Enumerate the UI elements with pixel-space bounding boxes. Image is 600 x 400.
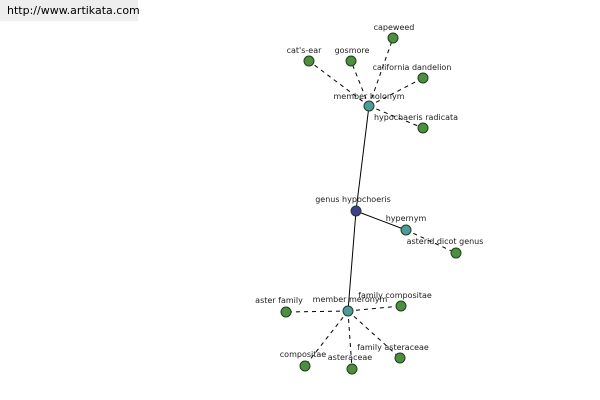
edge-member-meronym-family-asteraceae <box>347 310 401 359</box>
term-label-capeweed: capeweed <box>374 23 415 32</box>
center-node[interactable] <box>350 205 362 217</box>
graph-edges <box>285 37 457 370</box>
edge-center-hypernym <box>355 210 407 231</box>
edge-member-meronym-aster-family <box>285 310 349 313</box>
relation-label-hypernym: hypernym <box>386 214 427 223</box>
url-banner: http://www.artikata.com <box>0 0 140 21</box>
term-node-asteraceae[interactable] <box>346 363 358 375</box>
term-node-capeweed[interactable] <box>387 32 399 44</box>
edge-center-member-holonym <box>355 105 370 212</box>
term-node-family-compositae[interactable] <box>395 300 407 312</box>
edge-hypernym-asterid-dicot-genus <box>405 229 457 254</box>
term-label-aster-family: aster family <box>255 296 303 305</box>
term-node-family-asteraceae[interactable] <box>394 352 406 364</box>
edge-member-holonym-gosmore <box>350 60 370 107</box>
relation-label-member-meronym: member meronym <box>313 295 388 304</box>
term-label-gosmore: gosmore <box>335 46 370 55</box>
term-label-asteraceae: asteraceae <box>328 353 373 362</box>
edge-member-holonym-california-dandelion <box>368 77 424 107</box>
relation-node-hypernym[interactable] <box>400 224 412 236</box>
term-label-family-compositae: family compositae <box>358 291 432 300</box>
edge-member-meronym-asteraceae <box>347 310 353 370</box>
edge-member-holonym-hypochaeris-radicata <box>368 105 424 129</box>
center-label: genus hypochoeris <box>315 195 391 204</box>
url-text[interactable]: http://www.artikata.com <box>7 4 140 17</box>
term-node-cat-s-ear[interactable] <box>303 55 315 67</box>
term-label-cat-s-ear: cat's-ear <box>287 46 323 55</box>
term-node-california-dandelion[interactable] <box>417 72 429 84</box>
term-node-aster-family[interactable] <box>280 306 292 318</box>
relation-node-member-holonym[interactable] <box>363 100 375 112</box>
term-label-hypochaeris-radicata: hypochaeris radicata <box>374 113 458 122</box>
graph-nodes <box>280 32 462 375</box>
edge-center-member-meronym <box>347 210 357 312</box>
term-label-california-dandelion: california dandelion <box>373 63 452 72</box>
graph-labels: genus hypochoeris member holonym cat's-ear… <box>255 23 483 362</box>
term-node-compositae[interactable] <box>299 360 311 372</box>
term-label-asterid-dicot-genus: asterid dicot genus <box>407 237 484 246</box>
term-node-asterid-dicot-genus[interactable] <box>450 247 462 259</box>
term-label-compositae: compositae <box>280 350 326 359</box>
relation-label-member-holonym: member holonym <box>333 92 404 101</box>
term-node-hypochaeris-radicata[interactable] <box>417 122 429 134</box>
edge-member-meronym-family-compositae <box>347 305 402 312</box>
relation-node-member-meronym[interactable] <box>342 305 354 317</box>
edge-member-meronym-compositae <box>304 310 349 367</box>
term-node-gosmore[interactable] <box>345 55 357 67</box>
term-label-family-asteraceae: family asteraceae <box>357 343 429 352</box>
